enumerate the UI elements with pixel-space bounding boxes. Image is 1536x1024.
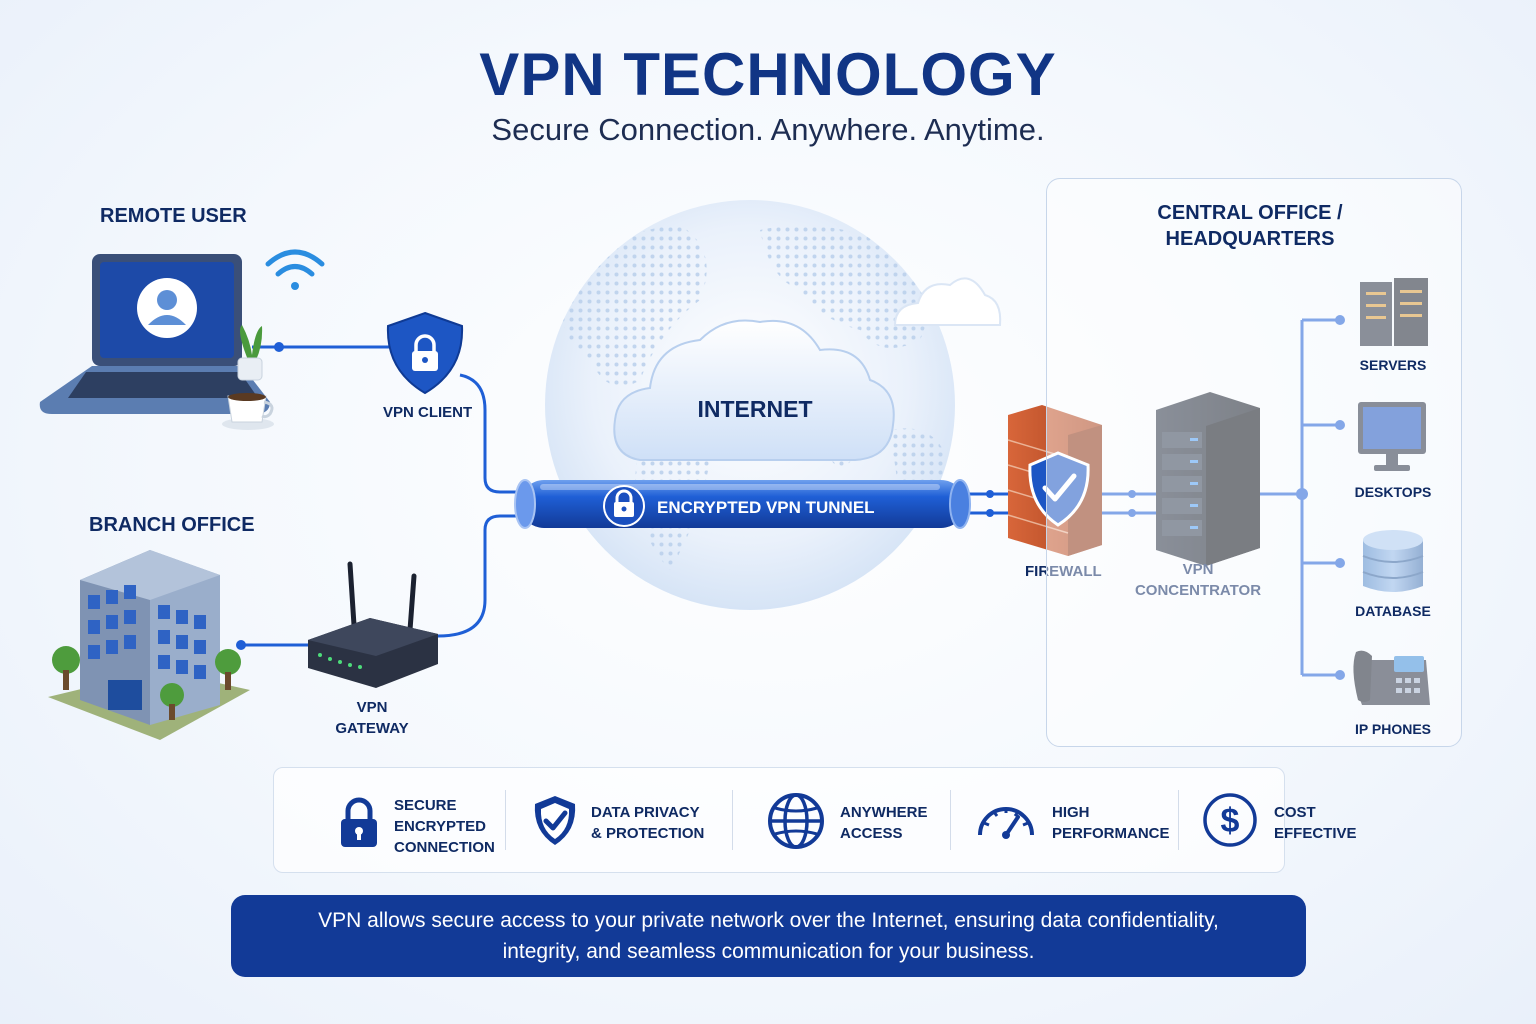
feature-text: SECURE ENCRYPTED CONNECTION bbox=[394, 797, 495, 856]
ip-phone-icon bbox=[1353, 650, 1430, 705]
svg-text:$: $ bbox=[1221, 802, 1240, 840]
headquarters-title: CENTRAL OFFICE / HEADQUARTERS bbox=[1150, 200, 1350, 252]
headquarters-panel bbox=[1046, 178, 1462, 747]
office-building-icon bbox=[48, 550, 250, 740]
padlock-icon bbox=[341, 797, 377, 847]
vpn-client-shield-icon bbox=[386, 311, 464, 395]
coffee-cup-icon bbox=[222, 393, 274, 430]
page-subtitle: Secure Connection. Anywhere. Anytime. bbox=[491, 112, 1045, 147]
branch-office-label: BRANCH OFFICE bbox=[89, 514, 255, 536]
page-title: VPN TECHNOLOGY bbox=[479, 41, 1057, 108]
feature-bar: SECURE ENCRYPTED CONNECTION DATA PRIVACY… bbox=[273, 767, 1357, 873]
firewall-label: FIREWALL bbox=[1025, 563, 1102, 580]
feature-divider bbox=[1178, 790, 1179, 850]
remote-user-label: REMOTE USER bbox=[100, 205, 247, 227]
feature-data-privacy: DATA PRIVACY & PROTECTION bbox=[529, 793, 729, 853]
footer-banner: VPN allows secure access to your private… bbox=[231, 895, 1306, 977]
small-cloud-icon bbox=[893, 277, 1002, 326]
desktop-icon bbox=[1358, 402, 1426, 471]
headquarters-title-line2: HEADQUARTERS bbox=[1165, 228, 1335, 250]
feature-text: COST EFFECTIVE bbox=[1274, 804, 1357, 842]
globe-icon bbox=[768, 793, 824, 849]
connection-dots bbox=[236, 315, 1345, 680]
feature-text: HIGH PERFORMANCE bbox=[1052, 804, 1170, 842]
plant-icon bbox=[237, 325, 263, 381]
internet-label: INTERNET bbox=[697, 396, 813, 422]
laptop-icon bbox=[39, 254, 270, 414]
feature-high-performance: HIGH PERFORMANCE bbox=[974, 793, 1174, 853]
shield-check-icon bbox=[534, 796, 576, 845]
database-label: DATABASE bbox=[1355, 603, 1431, 619]
database-icon bbox=[1362, 530, 1424, 592]
vpn-gateway-label: VPN GATEWAY bbox=[332, 697, 412, 739]
vpn-concentrator-label-line2: CONCENTRATOR bbox=[1134, 582, 1262, 599]
dollar-icon: $ bbox=[1203, 793, 1257, 847]
vpn-gateway-label-line1: VPN bbox=[356, 699, 388, 716]
feature-cost-effective: $ COST EFFECTIVE bbox=[1202, 793, 1377, 853]
tunnel-label: ENCRYPTED VPN TUNNEL bbox=[657, 498, 875, 517]
wifi-icon bbox=[265, 249, 325, 290]
servers-label: SERVERS bbox=[1359, 357, 1427, 373]
server-icon bbox=[1360, 278, 1428, 346]
feature-text: ANYWHERE ACCESS bbox=[840, 804, 928, 842]
feature-anywhere-access: ANYWHERE ACCESS bbox=[766, 793, 946, 853]
footer-line-2: integrity, and seamless communication fo… bbox=[502, 940, 1035, 963]
vpn-concentrator-icon bbox=[1156, 392, 1260, 566]
feature-divider bbox=[505, 790, 506, 850]
feature-divider bbox=[732, 790, 733, 850]
vpn-gateway-label-line2: GATEWAY bbox=[335, 720, 409, 737]
desktops-label: DESKTOPS bbox=[1354, 484, 1432, 500]
footer-line-1: VPN allows secure access to your private… bbox=[318, 909, 1219, 932]
firewall-icon bbox=[1007, 405, 1102, 556]
vpn-client-label: VPN CLIENT bbox=[383, 404, 473, 421]
feature-divider bbox=[950, 790, 951, 850]
internet-cloud-icon bbox=[613, 319, 895, 461]
ip-phones-label: IP PHONES bbox=[1355, 721, 1431, 737]
feature-secure-connection: SECURE ENCRYPTED CONNECTION bbox=[329, 793, 504, 856]
feature-text: DATA PRIVACY & PROTECTION bbox=[591, 804, 705, 842]
speedometer-icon bbox=[978, 807, 1034, 839]
router-icon bbox=[308, 561, 438, 688]
vpn-tunnel bbox=[514, 479, 971, 529]
headquarters-title-line1: CENTRAL OFFICE / bbox=[1157, 202, 1343, 224]
tunnel-padlock-icon bbox=[603, 485, 645, 527]
vpn-concentrator-label: VPN CONCENTRATOR bbox=[1128, 559, 1268, 601]
vpn-concentrator-label-line1: VPN bbox=[1182, 561, 1214, 578]
